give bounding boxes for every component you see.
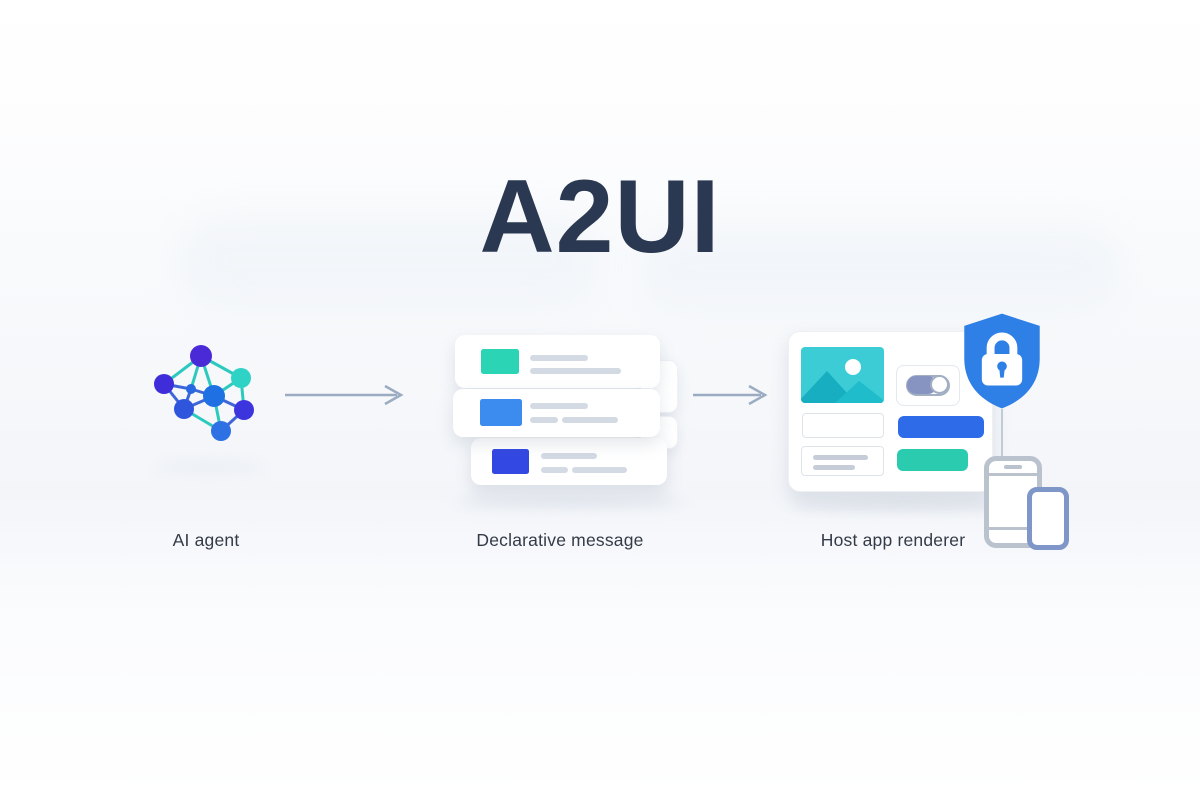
network-graph-icon <box>154 345 254 441</box>
secondary-button-placeholder <box>897 449 968 471</box>
card-thumbnail <box>481 349 519 374</box>
arrow-agent-to-message-icon <box>285 384 404 406</box>
declarative-message-label: Declarative message <box>476 530 644 550</box>
device-screen-line <box>989 527 1037 530</box>
text-line <box>562 417 618 423</box>
host-app-renderer-label: Host app renderer <box>820 530 966 550</box>
text-input-placeholder <box>802 413 884 438</box>
text-line <box>813 455 868 460</box>
security-badge <box>958 311 1046 411</box>
shield-lock-icon <box>964 313 1040 409</box>
declarative-message-stage <box>440 330 700 505</box>
ai-agent-stage <box>146 336 278 452</box>
device-speaker <box>1004 465 1022 469</box>
primary-button-placeholder <box>898 416 984 438</box>
ai-agent-label: AI agent <box>172 530 240 550</box>
ground-shadow <box>790 500 1020 510</box>
phone-device-icon <box>1027 487 1069 550</box>
host-app-card <box>788 331 993 492</box>
text-line <box>541 467 568 473</box>
toggle-container <box>896 365 960 406</box>
message-card <box>471 438 667 485</box>
ground-shadow <box>455 497 685 507</box>
card-thumbnail <box>480 399 522 426</box>
page-title: A2UI <box>479 159 721 275</box>
image-placeholder-icon <box>801 347 884 403</box>
text-line <box>530 403 588 409</box>
text-line <box>572 467 627 473</box>
text-line <box>813 465 855 470</box>
toggle-switch-icon <box>906 374 950 396</box>
background-smudge <box>640 225 1120 310</box>
device-screen-line <box>989 473 1037 476</box>
text-line <box>530 355 588 361</box>
ground-shadow <box>155 462 265 472</box>
text-line <box>530 417 558 423</box>
message-card <box>455 335 660 388</box>
text-line <box>530 368 621 374</box>
text-line <box>541 453 597 459</box>
card-thumbnail <box>492 449 529 474</box>
background-smudge <box>180 215 600 305</box>
connector-line <box>1001 409 1003 457</box>
arrow-message-to-renderer-icon <box>693 384 768 406</box>
text-block-placeholder <box>801 446 884 476</box>
toggle-knob <box>930 374 949 394</box>
toggle-fill <box>907 376 937 394</box>
message-card <box>453 389 660 437</box>
mountain-sun-icon <box>801 359 884 403</box>
